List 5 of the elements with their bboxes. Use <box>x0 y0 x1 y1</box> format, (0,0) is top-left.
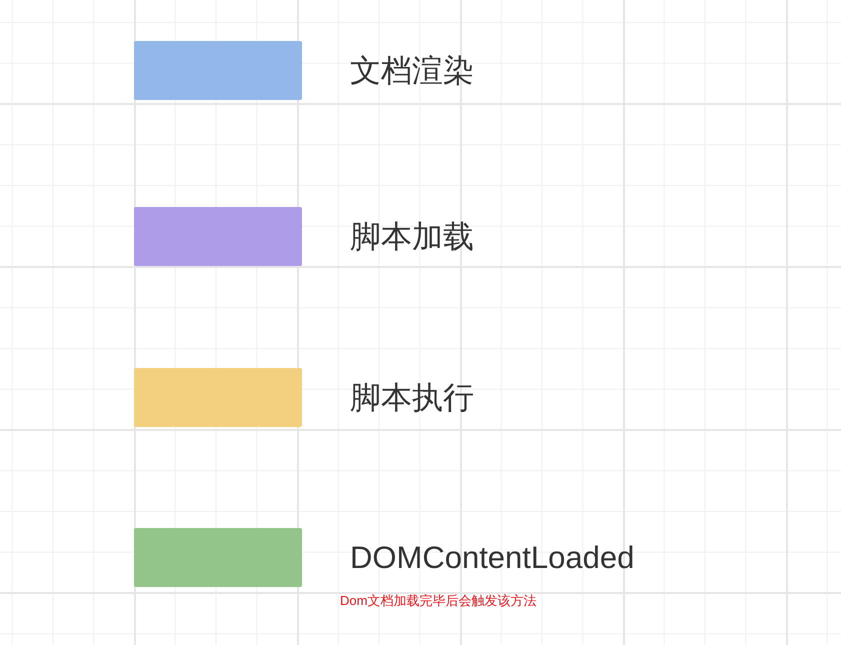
legend-label: 文档渲染 <box>350 52 474 90</box>
note-text: Dom文档加载完毕后会触发该方法 <box>340 592 536 610</box>
legend-label: 脚本加载 <box>350 218 474 256</box>
legend-label: DOMContentLoaded <box>350 539 634 577</box>
legend-label: 脚本执行 <box>350 379 474 417</box>
